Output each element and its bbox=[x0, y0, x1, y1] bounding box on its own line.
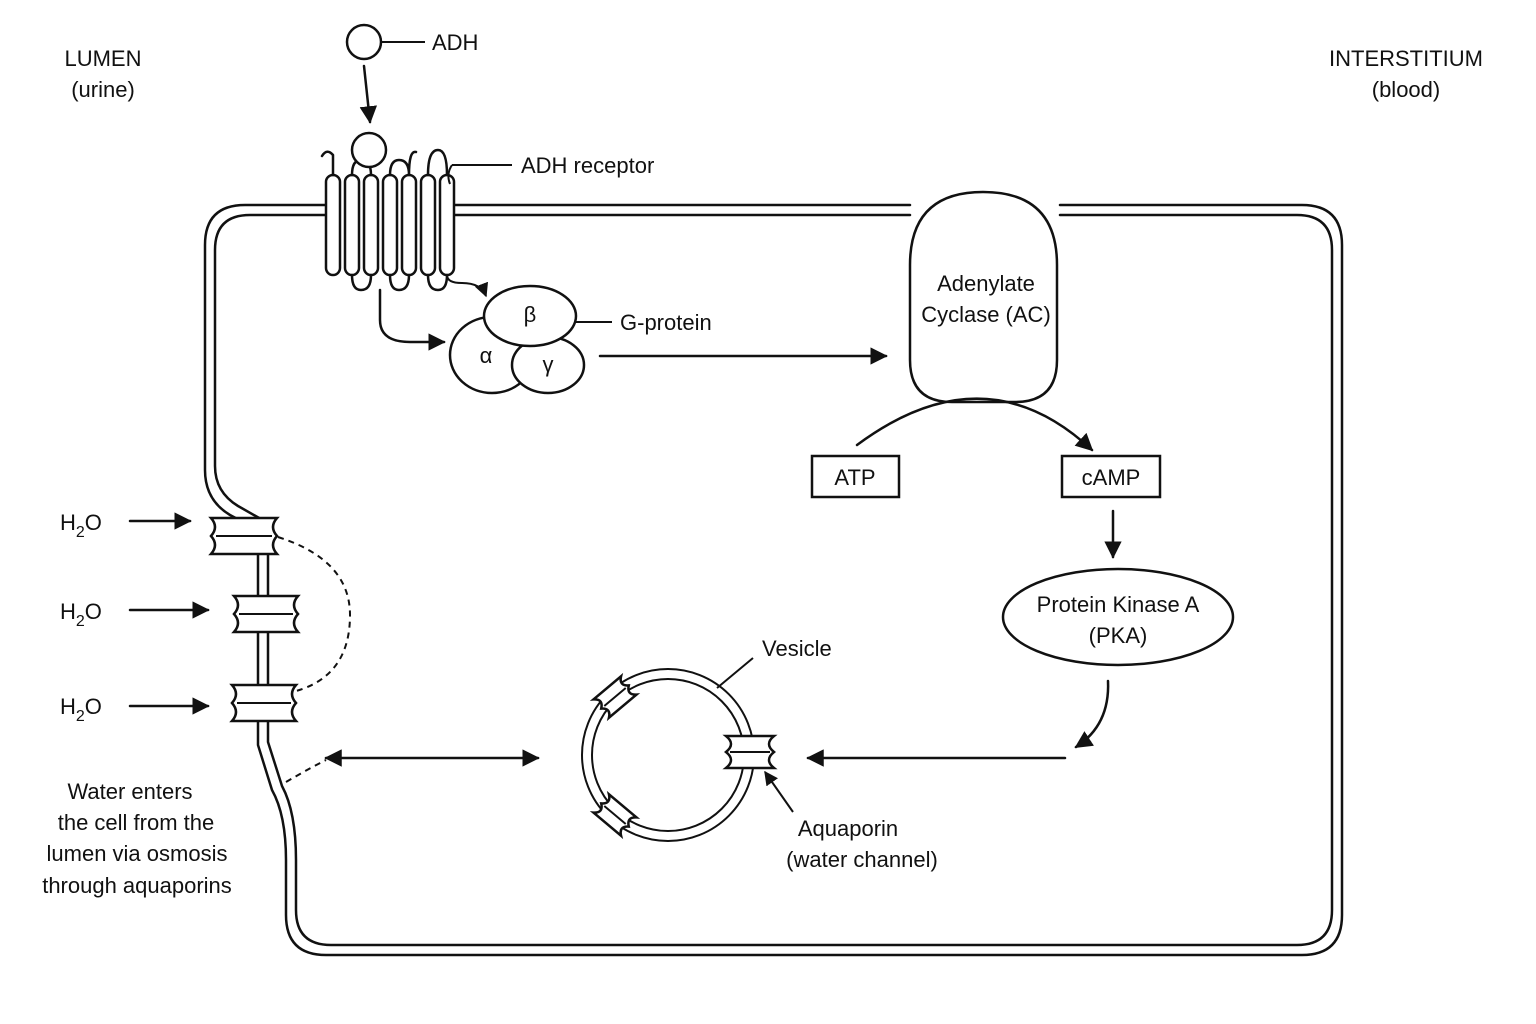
adenylate-cyclase: Adenylate Cyclase (AC) bbox=[908, 190, 1059, 404]
g-protein-alpha-label: α bbox=[480, 343, 493, 368]
atp-to-camp-arrow bbox=[855, 397, 1094, 452]
water-entry-2: H2O bbox=[60, 599, 210, 630]
vesicle-aquaporin bbox=[589, 672, 641, 722]
aquaporin-label-1: Aquaporin bbox=[798, 816, 898, 841]
adh-label: ADH bbox=[432, 30, 478, 55]
membrane-fusion-path bbox=[285, 759, 327, 783]
camp-label: cAMP bbox=[1082, 465, 1141, 490]
protein-kinase-a: Protein Kinase A (PKA) bbox=[1001, 567, 1235, 667]
vesicle-aquaporin bbox=[722, 734, 778, 770]
g-protein-beta-label: β bbox=[524, 302, 537, 327]
adh-molecule: ADH bbox=[345, 23, 478, 124]
membrane-aquaporin bbox=[229, 683, 299, 723]
vesicle-label: Vesicle bbox=[762, 636, 832, 661]
atp-box: ATP bbox=[810, 454, 901, 499]
receptor-tail-arrow bbox=[446, 274, 489, 298]
atp-label: ATP bbox=[834, 465, 875, 490]
vesicle: Vesicle Aquaporin (water channel) bbox=[581, 636, 938, 872]
water-label: H2O bbox=[60, 510, 102, 541]
water-note-line-2: the cell from the bbox=[58, 810, 215, 835]
aquaporin-insertion-path bbox=[277, 536, 352, 694]
water-note: Water enters the cell from the lumen via… bbox=[42, 779, 232, 898]
interstitium-sub-label: (blood) bbox=[1372, 77, 1440, 102]
water-label: H2O bbox=[60, 599, 102, 630]
interstitium-label: INTERSTITIUM bbox=[1329, 46, 1483, 71]
vesicle-aquaporin bbox=[589, 790, 641, 840]
water-entry-3: H2O bbox=[60, 694, 210, 725]
g-protein-label: G-protein bbox=[620, 310, 712, 335]
g-protein-gamma-label: γ bbox=[543, 352, 554, 377]
adenylate-cyclase-label-2: Cyclase (AC) bbox=[921, 302, 1051, 327]
lumen-label: LUMEN bbox=[64, 46, 141, 71]
water-note-line-1: Water enters bbox=[67, 779, 192, 804]
g-protein: α β γ G-protein bbox=[448, 284, 712, 395]
membrane-aquaporin bbox=[208, 516, 280, 556]
aquaporin-label-2: (water channel) bbox=[786, 847, 938, 872]
water-note-line-4: through aquaporins bbox=[42, 873, 232, 898]
lumen-sub-label: (urine) bbox=[71, 77, 135, 102]
cell-membrane bbox=[203, 203, 1344, 957]
membrane-aquaporin bbox=[231, 594, 301, 634]
water-note-line-3: lumen via osmosis bbox=[47, 841, 228, 866]
adh-receptor-label: ADH receptor bbox=[521, 153, 654, 178]
pka-curve-arrow bbox=[1074, 679, 1110, 749]
pka-label-2: (PKA) bbox=[1089, 623, 1148, 648]
adh-receptor: ADH receptor bbox=[320, 131, 654, 292]
receptor-to-gprotein-arrow bbox=[378, 288, 446, 351]
adenylate-cyclase-label-1: Adenylate bbox=[937, 271, 1035, 296]
water-label: H2O bbox=[60, 694, 102, 725]
water-entry-1: H2O bbox=[60, 510, 192, 541]
pka-label-1: Protein Kinase A bbox=[1037, 592, 1200, 617]
camp-box: cAMP bbox=[1060, 454, 1162, 499]
